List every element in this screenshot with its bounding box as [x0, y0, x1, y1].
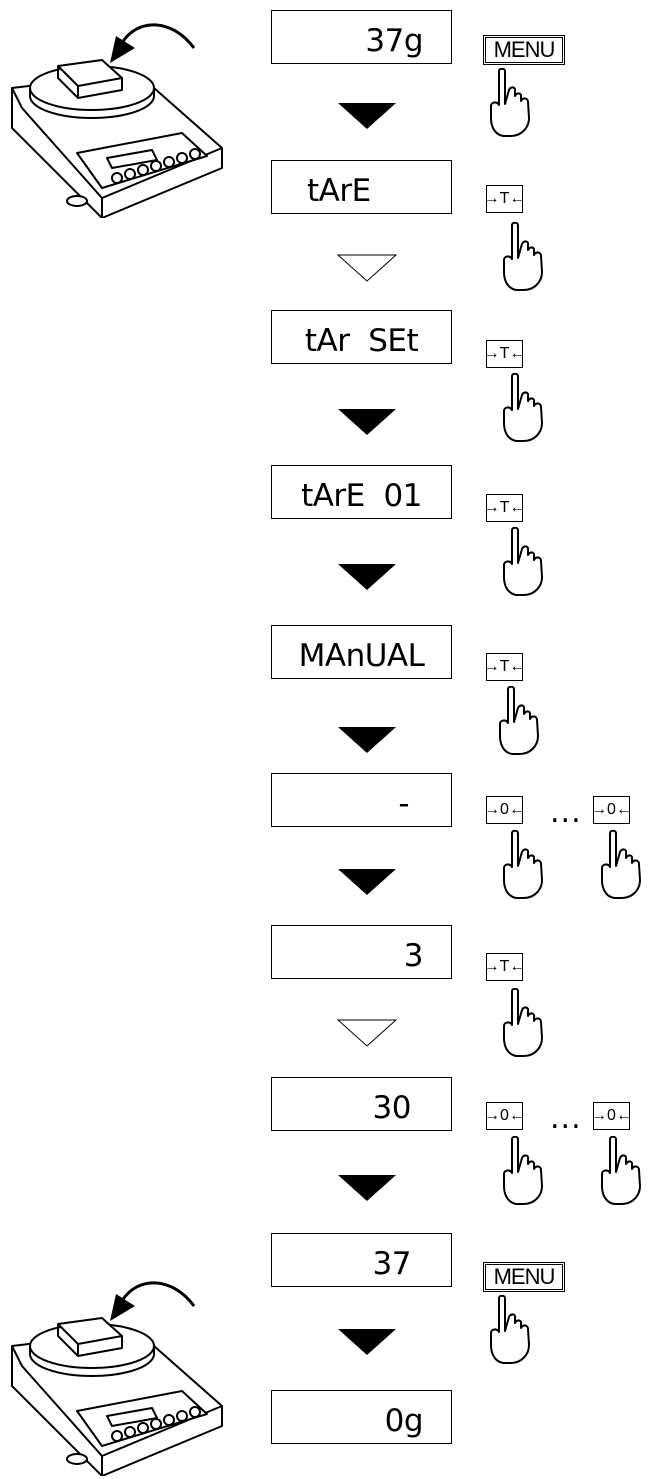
- ellipsis: ...: [550, 1101, 582, 1136]
- hand-press-icon: [503, 988, 543, 1057]
- hand-press-icon: [503, 373, 543, 442]
- ellipsis: ...: [550, 795, 582, 830]
- tare-key: →T←: [484, 185, 525, 213]
- display-text: tArE 01: [301, 478, 422, 514]
- arrow-down-icon: [338, 1329, 396, 1355]
- menu-key: MENU: [483, 1262, 565, 1292]
- arrow-down-icon: [338, 564, 396, 590]
- display-step-5: MAnUAL: [271, 625, 452, 679]
- hand-press-icon: [490, 68, 530, 137]
- display-step-1: 37g: [271, 10, 452, 64]
- display-step-7: 3: [271, 925, 452, 979]
- display-text: 0g: [384, 1403, 424, 1439]
- display-text: 37: [372, 1246, 412, 1282]
- hand-press-icon: [499, 686, 539, 755]
- hand-press-icon: [503, 1136, 543, 1205]
- arrow-down-icon: [338, 409, 396, 435]
- menu-key: MENU: [483, 35, 565, 65]
- display-text: tArE: [307, 173, 371, 209]
- hand-press-icon: [490, 1295, 530, 1364]
- balance-icon: [11, 23, 223, 218]
- zero-key: →0←: [591, 1102, 632, 1130]
- balance-icon: [11, 1281, 223, 1476]
- arrow-down-outline-icon: [337, 1019, 397, 1047]
- arrow-down-outline-icon: [337, 254, 397, 282]
- tare-key: →T←: [484, 953, 525, 981]
- tare-key: →T←: [484, 653, 525, 681]
- tare-key: →T←: [484, 340, 525, 368]
- display-text: -: [398, 786, 409, 822]
- display-text: 3: [403, 938, 424, 974]
- curved-arrow-icon: [110, 1281, 196, 1321]
- hand-press-icon: [503, 222, 543, 291]
- arrow-down-icon: [338, 103, 396, 129]
- display-step-4: tArE 01: [271, 465, 452, 519]
- display-text: 37g: [365, 23, 423, 59]
- arrow-down-icon: [338, 1175, 396, 1201]
- display-step-6: -: [271, 773, 452, 827]
- arrow-down-icon: [338, 727, 396, 753]
- display-text: tAr SEt: [304, 323, 419, 359]
- display-step-2: tArE: [271, 160, 452, 214]
- hand-press-icon: [601, 830, 641, 899]
- display-text: MAnUAL: [298, 638, 425, 674]
- display-text: 30: [372, 1090, 412, 1126]
- curved-arrow-icon: [110, 23, 196, 63]
- hand-press-icon: [601, 1136, 641, 1205]
- display-step-8: 30: [271, 1077, 452, 1131]
- hand-press-icon: [503, 527, 543, 596]
- tare-key: →T←: [484, 494, 525, 522]
- zero-key: →0←: [484, 1102, 525, 1130]
- display-step-10: 0g: [271, 1390, 452, 1444]
- zero-key: →0←: [591, 796, 632, 824]
- hand-press-icon: [503, 830, 543, 899]
- display-step-3: tAr SEt: [271, 310, 452, 364]
- display-step-9: 37: [271, 1233, 452, 1287]
- zero-key: →0←: [484, 796, 525, 824]
- arrow-down-icon: [338, 869, 396, 895]
